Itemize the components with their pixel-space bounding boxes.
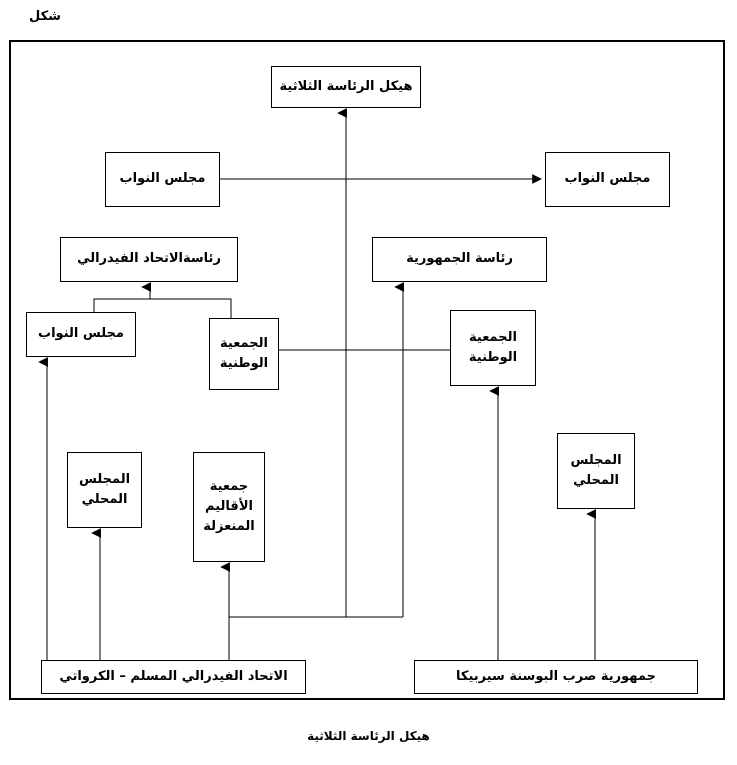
node-label: الاتحاد الفيدرالي المسلم – الكرواتي	[59, 668, 288, 684]
node-label: الأقاليم	[205, 498, 253, 514]
node-label: مجلس النواب	[38, 326, 124, 342]
node-house-of-representatives-left[interactable]: مجلس النواب	[105, 152, 220, 207]
node-label: المجلس	[78, 471, 131, 487]
node-label: الجمعية	[220, 335, 268, 351]
node-label: المجلس	[570, 452, 622, 468]
node-label: المنعزلة	[203, 519, 255, 535]
node-national-assembly-left[interactable]: الجمعية الوطنية	[209, 318, 279, 390]
node-bosnian-serb-republic[interactable]: جمهورية صرب البوسنة سيربيكا	[414, 660, 698, 694]
node-label: مجلس النواب	[564, 171, 651, 187]
node-label: الجمعية	[469, 329, 517, 345]
node-label: جمهورية صرب البوسنة سيربيكا	[456, 668, 656, 684]
diagram-frame	[9, 40, 725, 700]
node-republic-presidency[interactable]: رئاسة الجمهورية	[372, 237, 547, 282]
node-label: الوطنية	[219, 356, 269, 371]
node-local-council-left[interactable]: المجلس المحلي	[67, 452, 142, 528]
node-label: رئاسةالاتحاد الفيدرالي	[77, 251, 221, 267]
node-label: رئاسة الجمهورية	[406, 251, 513, 267]
node-label: مجلس النواب	[119, 171, 206, 187]
node-label: هيكل الرئاسة الثلاثية	[279, 78, 413, 94]
node-federal-union-presidency[interactable]: رئاسةالاتحاد الفيدرالي	[60, 237, 238, 282]
node-label: المحلي	[573, 473, 619, 488]
figure-label: شكل	[29, 9, 61, 24]
node-house-of-representatives-lower-left[interactable]: مجلس النواب	[26, 312, 136, 357]
node-label: الوطنية	[468, 350, 518, 365]
node-house-of-representatives-right[interactable]: مجلس النواب	[545, 152, 670, 207]
node-muslim-croat-federation[interactable]: الاتحاد الفيدرالي المسلم – الكرواتي	[41, 660, 306, 694]
node-local-council-right[interactable]: المجلس المحلي	[557, 433, 635, 509]
node-isolated-regions-association[interactable]: جمعية الأقاليم المنعزلة	[193, 452, 265, 562]
node-tripartite-presidency[interactable]: هيكل الرئاسة الثلاثية	[271, 66, 421, 108]
node-label: المحلي	[81, 492, 128, 507]
node-label: جمعية	[209, 478, 249, 494]
node-national-assembly-right[interactable]: الجمعية الوطنية	[450, 310, 536, 386]
figure-caption: هيكل الرئاسة الثلاثية	[307, 729, 430, 743]
